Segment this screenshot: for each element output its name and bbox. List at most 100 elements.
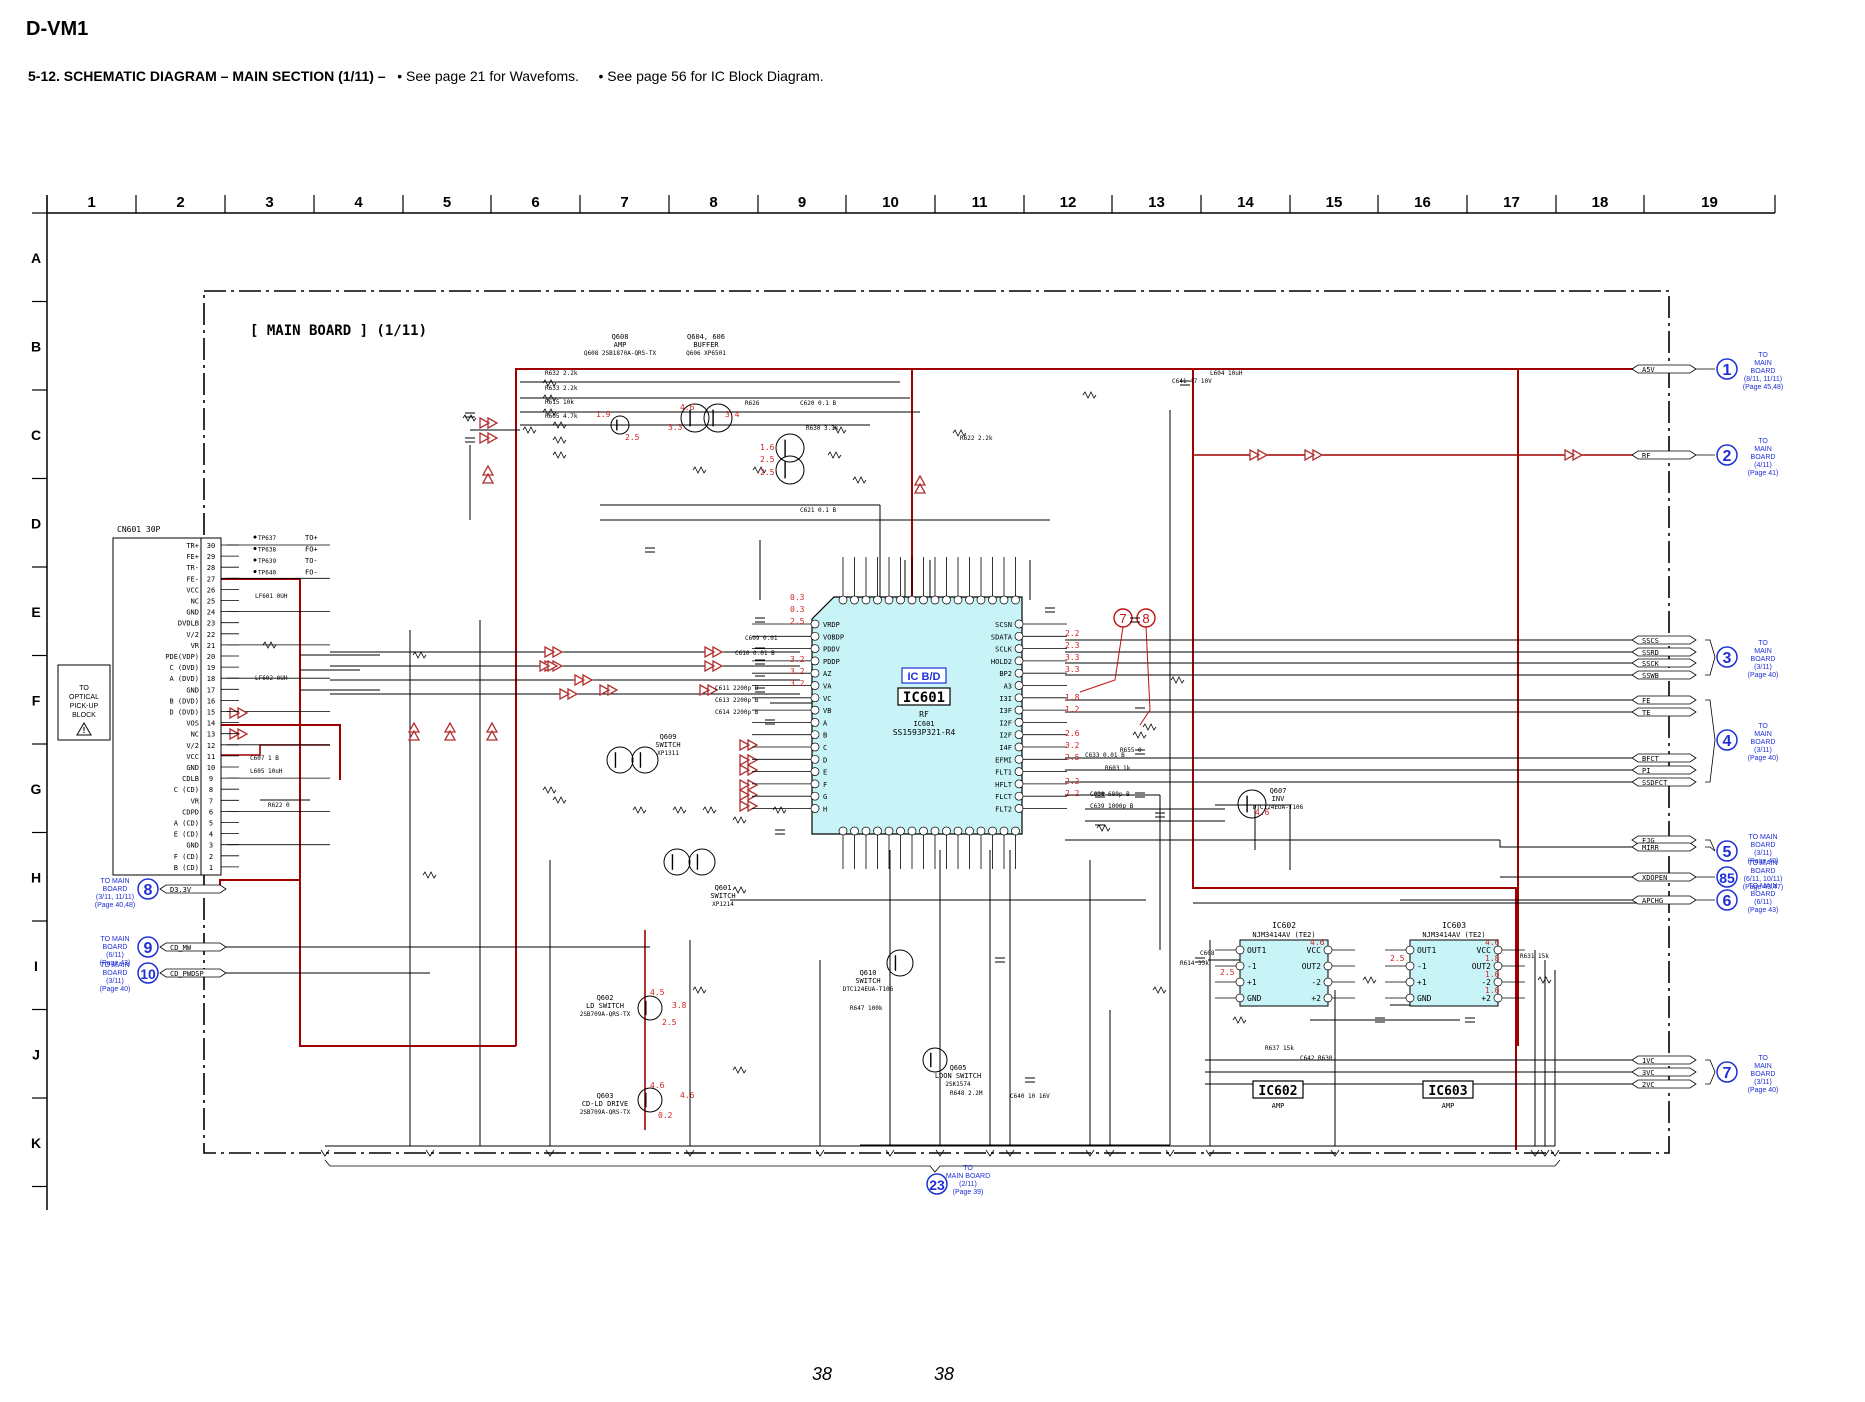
voltage-label: 3.3 (1065, 653, 1080, 662)
ic601-pin-bottom (1011, 826, 1020, 836)
resistor-symbol (1082, 391, 1097, 399)
column-label-11: 11 (972, 194, 988, 211)
signal-port (1631, 364, 1697, 374)
ic601-pin-name-left: B (823, 732, 827, 740)
ic601-pin-name-right: HFLT (995, 781, 1013, 789)
cn601-pin-number: 6 (209, 808, 213, 816)
connector-destination: (Page 41) (1748, 470, 1779, 477)
ic601-pin (810, 668, 820, 678)
voltage-label: 1.8 (1065, 693, 1080, 702)
connector-destination: TO (1758, 352, 1768, 359)
component-ref-label: C611 2200p B (715, 685, 759, 692)
component-ref-label: R603 1k (1105, 765, 1131, 772)
signal-port-label: SSWB (1642, 672, 1659, 680)
connector-destination: MAIN (1754, 1063, 1772, 1070)
transistor-part: XP1311 (657, 750, 679, 757)
transistor-function: CD-LD DRIVE (582, 1100, 628, 1108)
ic602-pin-name: -1 (1247, 962, 1257, 971)
row-label-H: H (31, 870, 41, 886)
cn601-pin-number: 1 (209, 864, 213, 872)
cn601-pin-number: 16 (207, 697, 215, 705)
signal-arrow (1249, 448, 1269, 462)
ic603-pin (1405, 977, 1415, 987)
connector-destination: (2/11) (959, 1181, 977, 1188)
section-header: 5-12. SCHEMATIC DIAGRAM – MAIN SECTION (… (28, 68, 824, 84)
ic601-pin-name-left: PDDV (823, 646, 841, 654)
test-point-label: TP639 (258, 558, 276, 565)
voltage-label: 2.5 (1390, 954, 1405, 963)
resistor-symbol (732, 1066, 747, 1074)
ic601-pin (1014, 779, 1024, 789)
cn601-pin-number: 7 (209, 797, 213, 805)
component-ref-label: C641 47 10V (1172, 378, 1212, 385)
row-label-G: G (31, 781, 42, 797)
connector-destination: (3/11) (1754, 1079, 1772, 1086)
transistor-symbol (886, 949, 914, 977)
row-label-D: D (31, 516, 41, 532)
cn601-pin-name: NC (191, 598, 199, 606)
voltage-label: 4.6 (1255, 808, 1270, 817)
signal-port-label: PI (1642, 767, 1650, 775)
cn601-pin-name: E (CD) (174, 831, 199, 839)
ic601-pin-name-left: F (823, 781, 827, 789)
ic601-pin-name-right: BP2 (999, 670, 1012, 678)
supply-vcc-ic602 (1192, 369, 1517, 1150)
transistor-ref: Q610 (860, 969, 877, 977)
transistor-symbol (680, 403, 710, 433)
connector-destination: BOARD (103, 944, 128, 951)
signal-port (1631, 1055, 1697, 1065)
ic601-pin-name-left: E (823, 769, 827, 777)
connector-destination: (Page 39) (953, 1189, 984, 1196)
ic603-body (1409, 939, 1499, 1007)
ic603-pin-name: +2 (1481, 994, 1491, 1003)
transistor-function: LD SWITCH (586, 1002, 624, 1010)
ic602-pin-name: -2 (1311, 978, 1321, 987)
signal-port-label: MIRR (1642, 844, 1660, 852)
voltage-label: 0.3 (790, 605, 805, 614)
ic601-pin (1014, 754, 1024, 764)
cn601-pin-number: 10 (207, 764, 215, 772)
ic601-pin-top (965, 595, 974, 605)
cn601-pin-name: C (CD) (174, 786, 199, 794)
voltage-label: 2.3 (1065, 641, 1080, 650)
resistor-symbol (552, 436, 567, 444)
supply-a5v (515, 368, 1638, 1046)
ic601-pin-name-right: I3I (999, 695, 1012, 703)
ic601-pin-top (850, 595, 859, 605)
column-label-16: 16 (1414, 194, 1431, 211)
ground-icon (885, 1149, 895, 1157)
component-ref-label: C640 10 16V (1010, 1093, 1050, 1100)
signal-port (1631, 895, 1697, 905)
connector-destination: BOARD (1751, 656, 1776, 663)
connector-destination: TO (1758, 640, 1768, 647)
connector-destination: BOARD (1751, 842, 1776, 849)
signal-port-label: D3.3V (170, 886, 192, 894)
column-label-14: 14 (1237, 194, 1254, 211)
connector-2: 2 (1716, 444, 1738, 466)
signal-port-label: SSDFCT (1642, 779, 1668, 787)
cn601-pin-number: 20 (207, 653, 215, 661)
ic601-pin (1014, 631, 1024, 641)
signal-arrow-up (481, 464, 495, 484)
ic602-pin (1323, 961, 1333, 971)
connector-10: 10 (137, 962, 159, 984)
connector-number: 8 (144, 882, 153, 899)
ic602-pin-name: +2 (1311, 994, 1321, 1003)
resistor-symbol (1362, 976, 1377, 984)
connector-destination: (3/11) (1754, 747, 1772, 754)
ground-icon (815, 1149, 825, 1157)
connector-brace (1705, 839, 1716, 852)
warning-mark: ! (83, 726, 86, 735)
ic603-name-label: IC603 (1442, 921, 1466, 930)
cn601-pin-number: 11 (207, 753, 215, 761)
connector-destination: (Page 40) (1748, 1087, 1779, 1094)
ic601-tag-box (901, 667, 947, 684)
ic603-pin (1405, 993, 1415, 1003)
ic601-pin-bottom (919, 826, 928, 836)
